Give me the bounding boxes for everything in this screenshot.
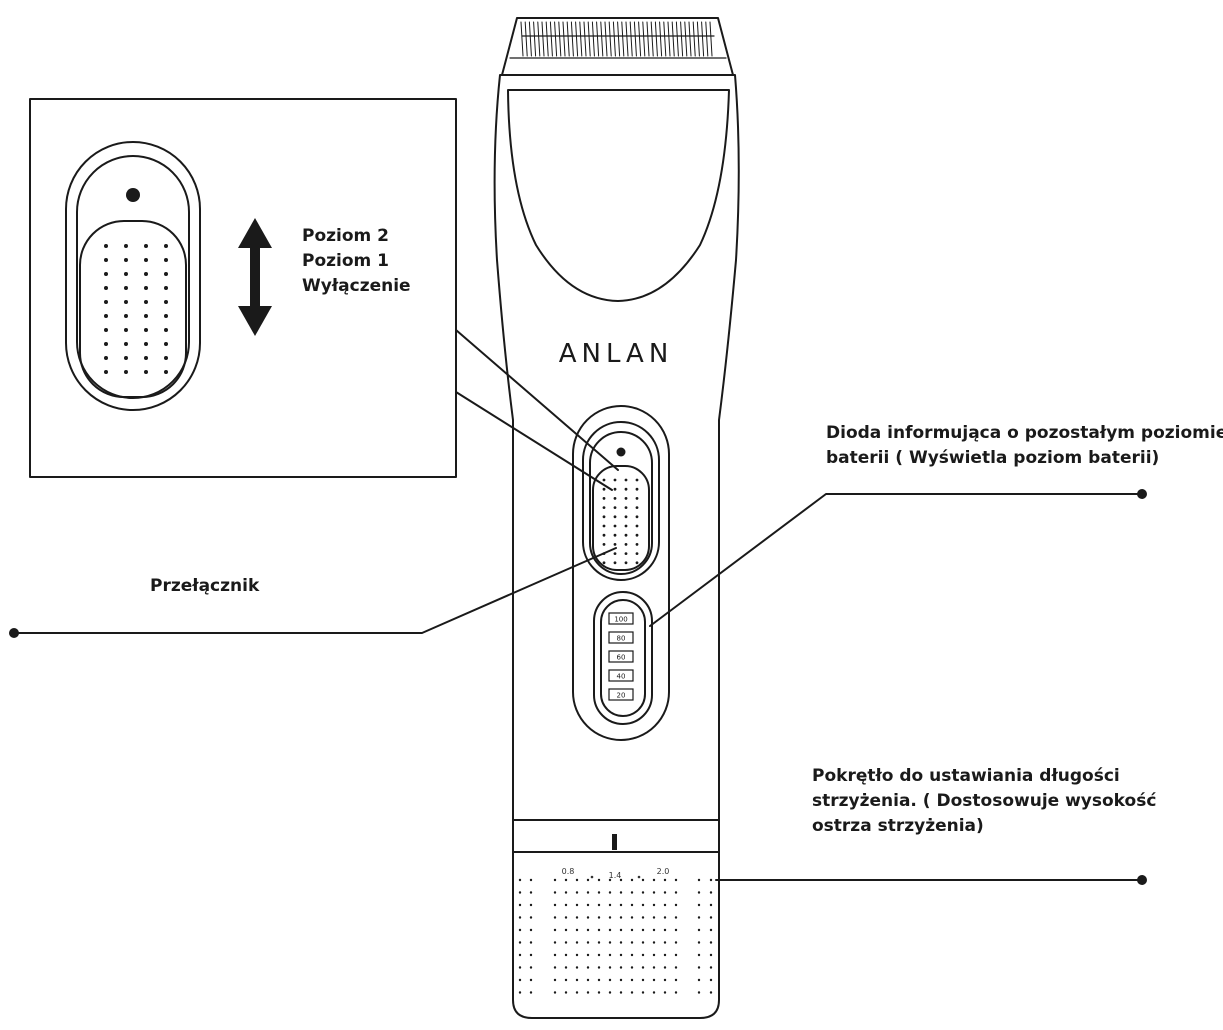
switch-levels-label: Poziom 2 Poziom 1 Wyłączenie <box>302 224 411 299</box>
dial-leader-dot <box>1137 875 1147 885</box>
battery-leader-dot <box>1137 489 1147 499</box>
dial-label-line-2: strzyżenia. ( Dostosowuje wysokość <box>812 791 1157 811</box>
dial-mark-1.4: 1.4 <box>609 871 622 880</box>
battery-level-text: 20 <box>617 692 626 700</box>
dial-mark-2.0: 2.0 <box>657 867 670 876</box>
switch-leader-dot <box>9 628 19 638</box>
blade <box>501 17 734 76</box>
battery-leader-line <box>649 493 1143 627</box>
battery-level-text: 100 <box>614 616 627 624</box>
battery-level-20: 20 <box>608 688 634 701</box>
switch-track <box>589 431 653 575</box>
battery-label-line-1: Dioda informująca o pozostałym poziomie <box>826 423 1223 443</box>
dial-pointer <box>612 834 617 850</box>
callout-leader-lower <box>455 391 613 491</box>
level-1-label: Poziom 1 <box>302 251 390 271</box>
battery-label: Dioda informująca o pozostałym poziomie … <box>826 421 1223 471</box>
brand-logo: ANLAN <box>559 339 674 369</box>
callout-switch-housing <box>65 141 201 411</box>
battery-level-text: 40 <box>617 673 626 681</box>
dial-mark-0.8: 0.8 <box>562 867 575 876</box>
callout-leader-upper <box>455 329 619 471</box>
battery-level-list: 100 80 60 40 20 <box>608 612 634 701</box>
dial-scale: 0.8 1.4 2.0 <box>562 867 670 880</box>
switch-leader-line <box>13 547 617 634</box>
callout-power-led <box>126 188 140 202</box>
dial-label-line-3: ostrza strzyżenia) <box>812 816 984 836</box>
dial-label-line-1: Pokrętło do ustawiania długości <box>812 766 1120 786</box>
battery-level-box <box>608 688 634 701</box>
callout-box <box>29 98 457 478</box>
battery-level-box <box>608 650 634 663</box>
battery-level-box <box>608 669 634 682</box>
battery-indicator-window <box>600 599 646 717</box>
battery-level-box <box>608 631 634 644</box>
battery-level-60: 60 <box>608 650 634 663</box>
dial-label: Pokrętło do ustawiania długości strzyżen… <box>812 764 1156 839</box>
switch-label: Przełącznik <box>150 576 260 596</box>
head-cover <box>507 89 730 302</box>
battery-level-80: 80 <box>608 631 634 644</box>
battery-level-40: 40 <box>608 669 634 682</box>
battery-level-text: 60 <box>617 654 626 662</box>
battery-level-box <box>608 612 634 625</box>
battery-indicator-housing <box>593 591 653 725</box>
callout-switch-slider <box>79 220 187 398</box>
level-2-label: Poziom 2 <box>302 226 390 246</box>
switch-slider[interactable] <box>592 465 650 571</box>
battery-label-line-2: baterii ( Wyświetla poziom baterii) <box>826 448 1160 468</box>
switch-housing <box>582 421 660 581</box>
control-panel <box>572 405 670 741</box>
length-dial[interactable] <box>512 851 720 1019</box>
double-arrow-icon <box>238 218 272 336</box>
battery-level-100: 100 <box>608 612 634 625</box>
battery-level-text: 80 <box>617 635 626 643</box>
power-led <box>616 447 626 457</box>
clipper-body <box>493 74 740 821</box>
off-label: Wyłączenie <box>302 276 411 296</box>
